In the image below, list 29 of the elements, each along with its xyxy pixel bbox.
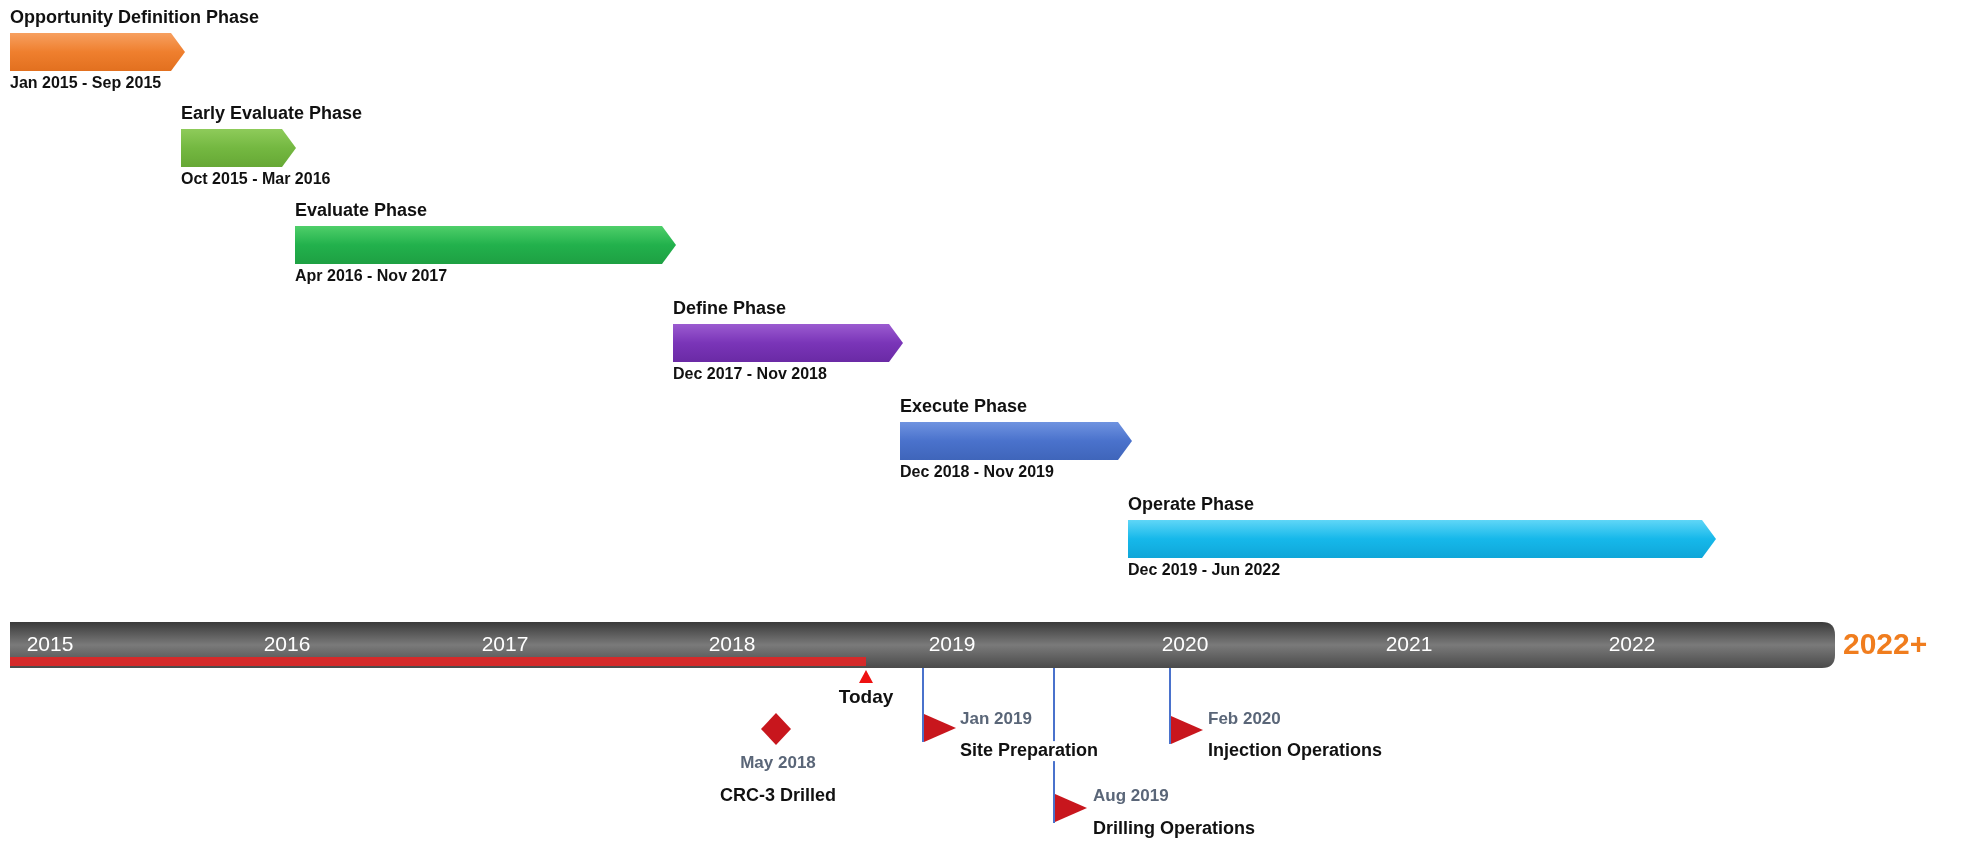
- phase-title: Evaluate Phase: [295, 200, 428, 221]
- milestone-title: Injection Operations: [1208, 741, 1383, 761]
- year-label: 2015: [26, 632, 74, 656]
- phase-dates: Dec 2019 - Jun 2022: [1128, 561, 1281, 579]
- milestone-date: May 2018: [740, 753, 816, 773]
- year-label: 2019: [928, 632, 976, 656]
- milestone-title: Site Preparation: [960, 741, 1099, 761]
- year-label: 2017: [481, 632, 529, 656]
- phase-dates: Apr 2016 - Nov 2017: [295, 267, 448, 285]
- phase-dates: Jan 2015 - Sep 2015: [10, 74, 162, 92]
- milestone-date: Jan 2019: [960, 709, 1032, 729]
- phase-dates: Dec 2018 - Nov 2019: [900, 463, 1054, 481]
- milestone-date: Feb 2020: [1208, 709, 1281, 729]
- phase-title: Early Evaluate Phase: [181, 103, 363, 124]
- phase-dates: Dec 2017 - Nov 2018: [673, 365, 827, 383]
- milestone-date: Aug 2019: [1093, 786, 1169, 806]
- today-label: Today: [838, 686, 894, 708]
- milestone-title: Drilling Operations: [1093, 819, 1256, 839]
- phase-title: Define Phase: [673, 298, 787, 319]
- phase-title: Execute Phase: [900, 396, 1028, 417]
- end-year-label: 2022+: [1843, 626, 1928, 660]
- year-label: 2020: [1161, 632, 1209, 656]
- phase-dates: Oct 2015 - Mar 2016: [181, 170, 331, 188]
- year-label: 2022: [1608, 632, 1656, 656]
- year-label: 2018: [708, 632, 756, 656]
- phase-title: Opportunity Definition Phase: [10, 7, 259, 28]
- year-label: 2016: [263, 632, 311, 656]
- year-label: 2021: [1385, 632, 1433, 656]
- phase-title: Operate Phase: [1128, 494, 1255, 515]
